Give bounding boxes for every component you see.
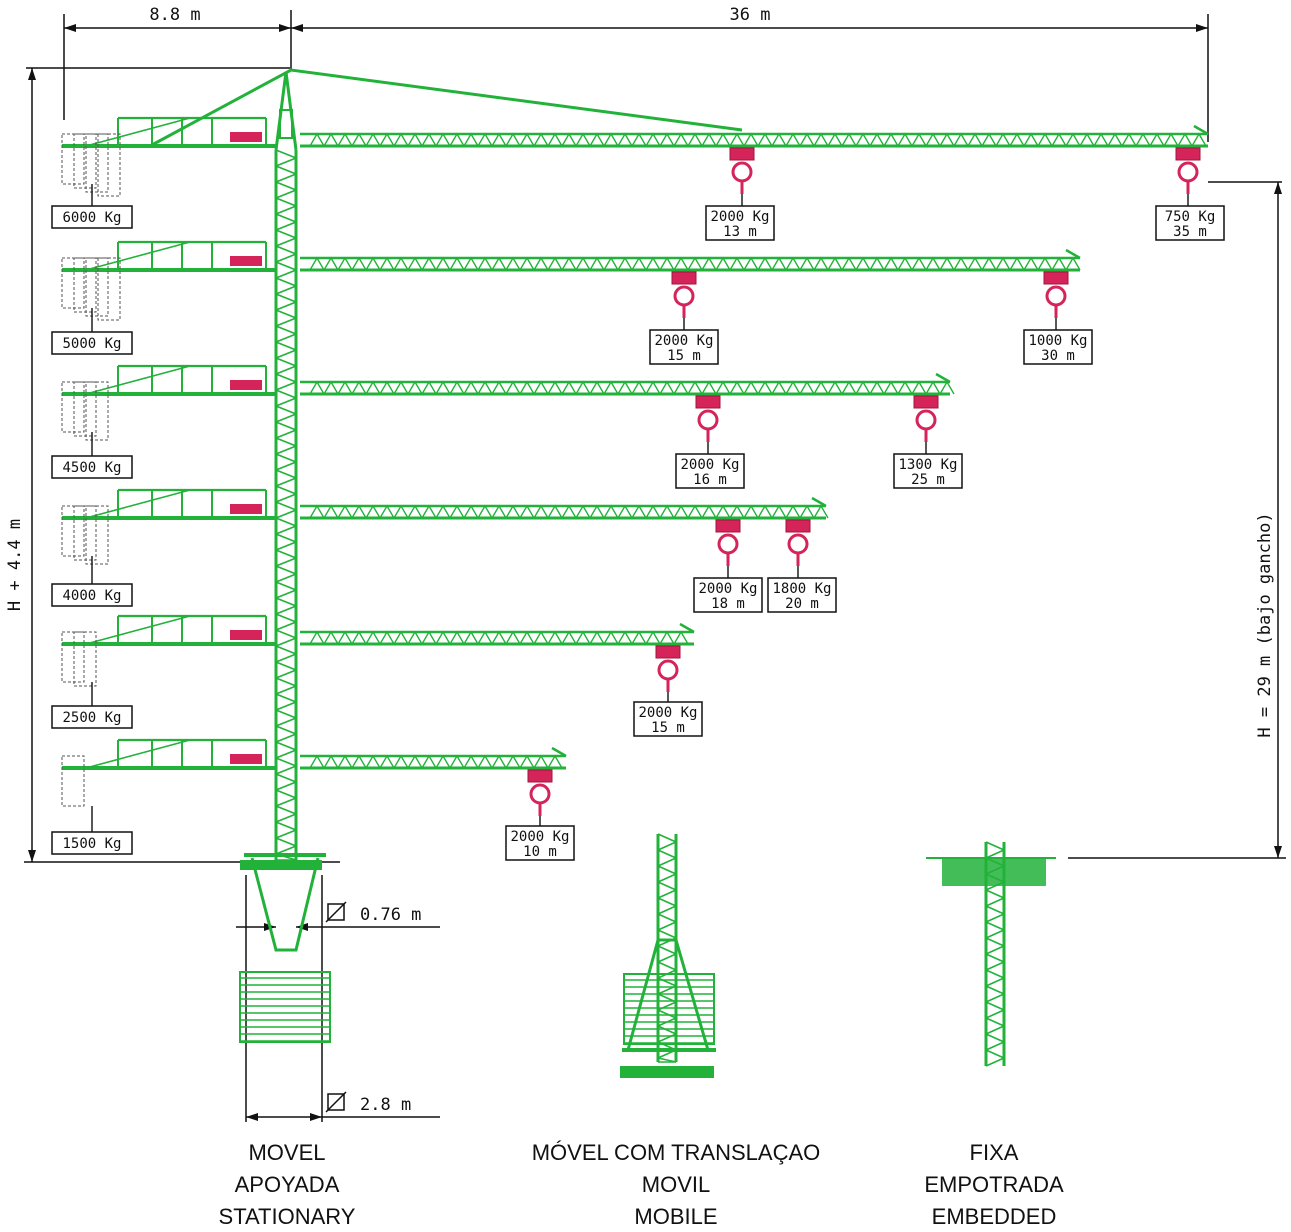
load-value: 750 Kg: [1165, 209, 1216, 225]
radius-value: 16 m: [693, 472, 727, 488]
radius-value: 15 m: [667, 348, 701, 364]
radius-value: 15 m: [651, 720, 685, 736]
counterweight-value: 4000 Kg: [62, 588, 121, 604]
caption-embedded: FIXA EMPOTRADA EMBEDDED: [924, 1140, 1064, 1229]
base-width-dimension: 2.8 m: [325, 1091, 411, 1115]
caption-stationary-line3: STATIONARY: [219, 1204, 356, 1229]
hook-icon: [655, 645, 681, 692]
counterweight-label: 4000 Kg: [51, 556, 133, 607]
caption-mobile: MÓVEL COM TRANSLAÇAO MOVIL MOBILE: [532, 1140, 821, 1229]
height-under-hook-dimension: H = 29 m (bajo gancho): [1255, 512, 1275, 737]
radius-value: 18 m: [711, 596, 745, 612]
counterweight-label: 1500 Kg: [51, 806, 133, 855]
caption-embedded-line2: EMPOTRADA: [924, 1172, 1064, 1197]
load-value: 2000 Kg: [510, 829, 569, 845]
total-height-dimension: H + 4.4 m: [5, 519, 25, 611]
counterweight-value: 6000 Kg: [62, 210, 121, 226]
tower-mast: [239, 71, 331, 1043]
load-value: 2000 Kg: [710, 209, 769, 225]
hook-icon: [1043, 271, 1069, 318]
radius-value: 10 m: [523, 844, 557, 860]
caption-mobile-line3: MOBILE: [634, 1204, 717, 1229]
counterweight-value: 4500 Kg: [62, 460, 121, 476]
caption-embedded-line1: FIXA: [970, 1140, 1019, 1165]
hook-icon: [715, 519, 741, 566]
load-value: 1000 Kg: [1028, 333, 1087, 349]
mast-width-dimension: 0.76 m: [325, 901, 421, 925]
base-width-value: 2.8 m: [360, 1095, 411, 1115]
counterweight-label: 4500 Kg: [51, 432, 133, 479]
caption-mobile-line2: MOVIL: [642, 1172, 710, 1197]
caption-mobile-line1: MÓVEL COM TRANSLAÇAO: [532, 1140, 821, 1165]
hook-icon: [1175, 147, 1201, 194]
hook-icon: [785, 519, 811, 566]
counterweight-value: 2500 Kg: [62, 710, 121, 726]
mobile-crane-mast: [620, 833, 716, 1078]
counterweight-label: 2500 Kg: [51, 682, 133, 729]
caption-stationary: MOVEL APOYADA STATIONARY: [219, 1140, 356, 1229]
hook-icon: [671, 271, 697, 318]
caption-embedded-line3: EMBEDDED: [932, 1204, 1057, 1229]
load-value: 2000 Kg: [654, 333, 713, 349]
load-value: 2000 Kg: [638, 705, 697, 721]
hook-icon: [695, 395, 721, 442]
caption-stationary-line2: APOYADA: [235, 1172, 340, 1197]
hook-icon: [527, 769, 553, 816]
mast-width-value: 0.76 m: [360, 905, 421, 925]
counterweight-label: 6000 Kg: [51, 184, 133, 229]
counterweight-value: 1500 Kg: [62, 836, 121, 852]
counterweight-label: 5000 Kg: [51, 308, 133, 355]
radius-value: 25 m: [911, 472, 945, 488]
radius-value: 35 m: [1173, 224, 1207, 240]
hook-icon: [729, 147, 755, 194]
radius-value: 30 m: [1041, 348, 1075, 364]
jib-dimension: 36 m: [730, 5, 771, 25]
radius-value: 20 m: [785, 596, 819, 612]
radius-value: 13 m: [723, 224, 757, 240]
load-value: 2000 Kg: [698, 581, 757, 597]
load-value: 1800 Kg: [772, 581, 831, 597]
load-value: 2000 Kg: [680, 457, 739, 473]
counterweight-value: 5000 Kg: [62, 336, 121, 352]
load-value: 1300 Kg: [898, 457, 957, 473]
hook-icon: [913, 395, 939, 442]
embedded-crane-mast: [926, 841, 1056, 1067]
counter-jib-dimension: 8.8 m: [149, 5, 200, 25]
caption-stationary-line1: MOVEL: [248, 1140, 325, 1165]
